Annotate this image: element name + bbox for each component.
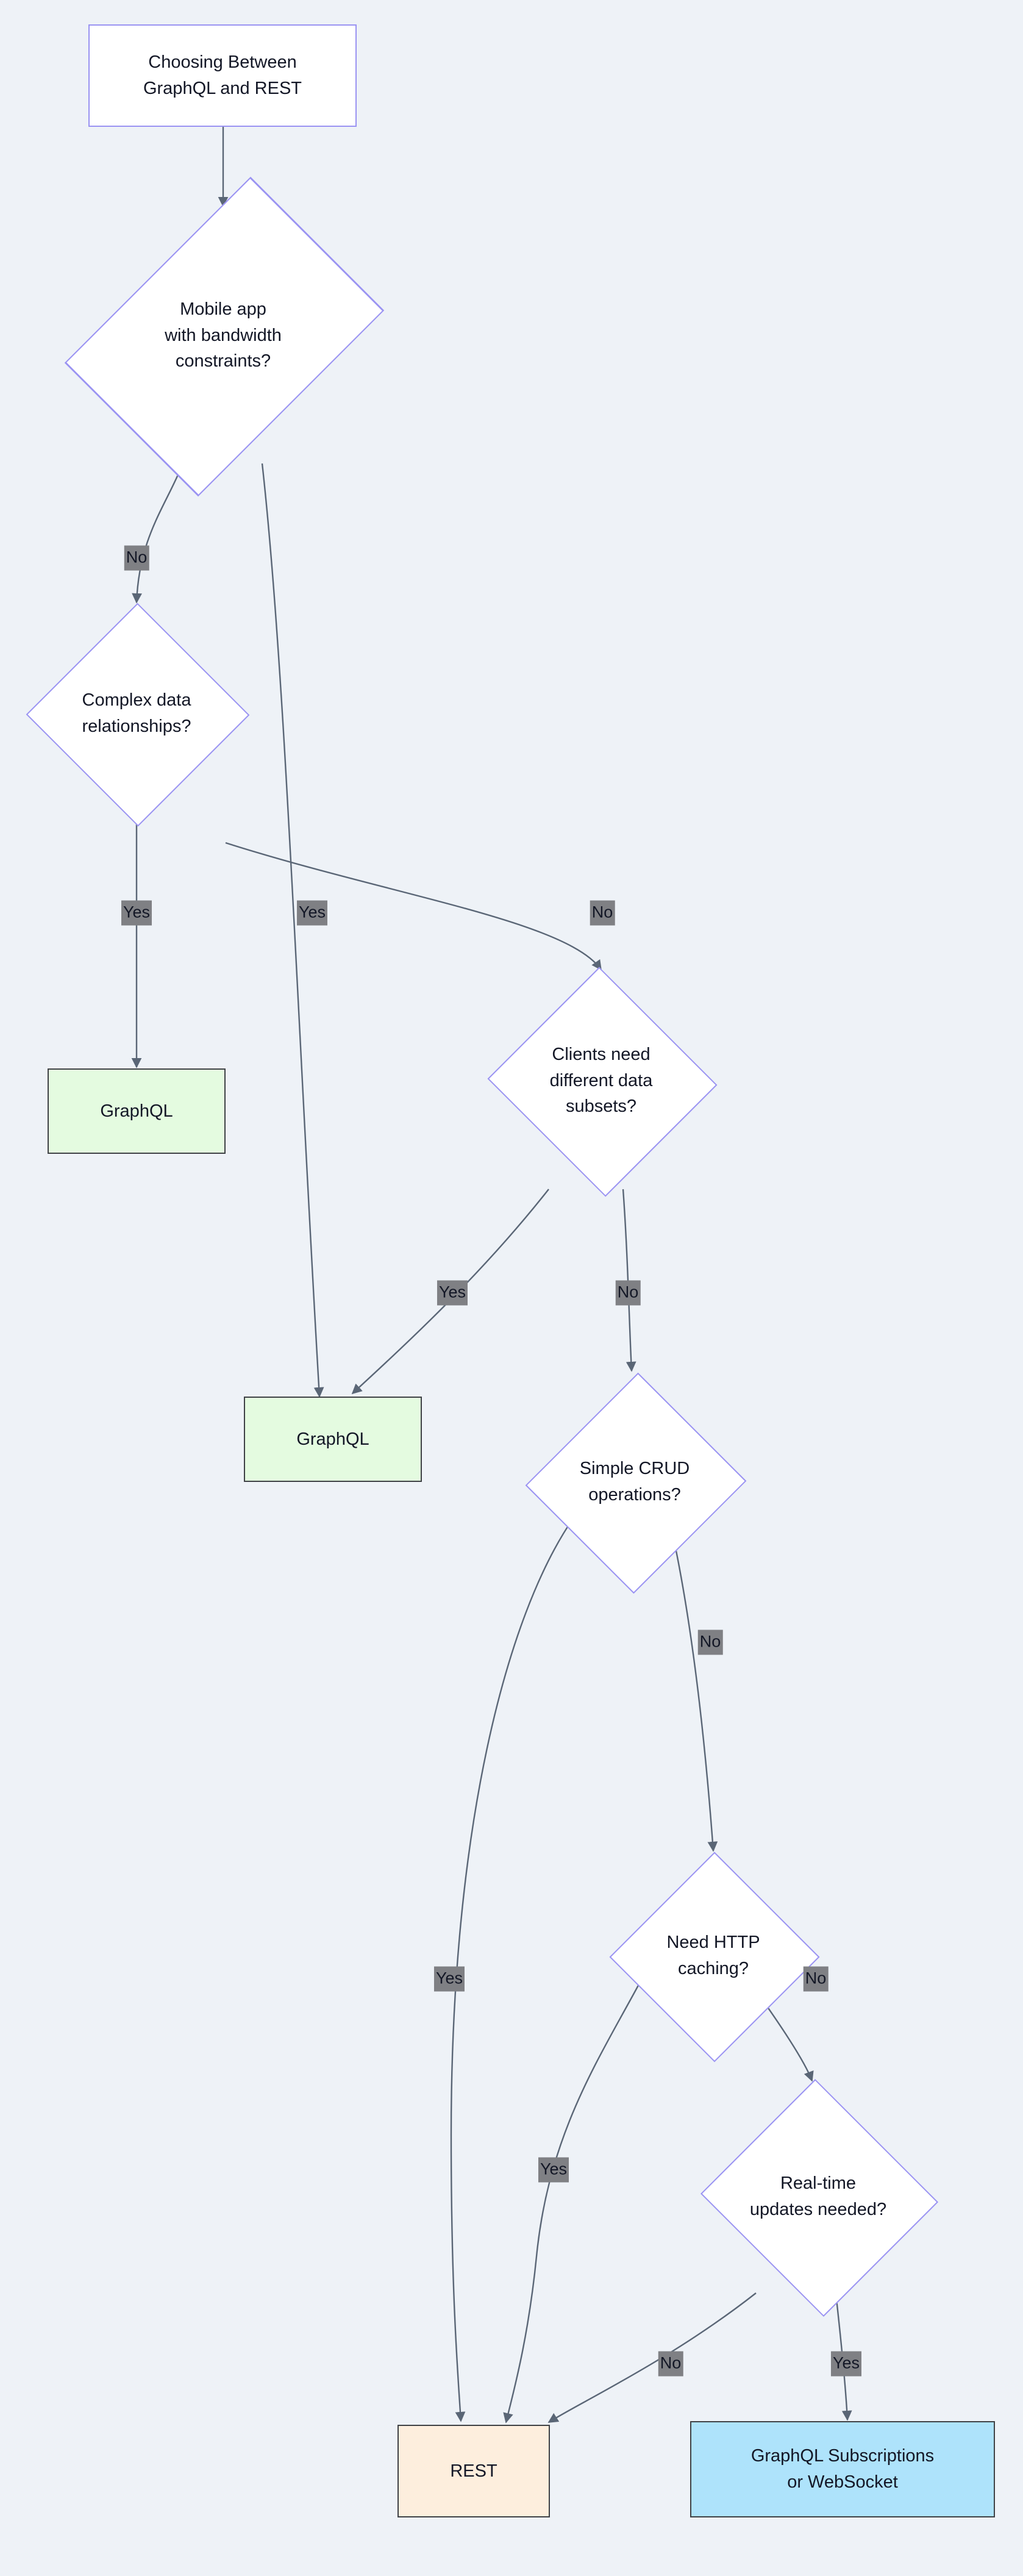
node-subsets-label: Clients need different data subsets? xyxy=(549,1044,653,1117)
edge-label-caching-yes: Yes xyxy=(538,2157,569,2183)
node-rest-label: REST xyxy=(450,2461,497,2481)
node-crud-decision[interactable]: Simple CRUD operations? xyxy=(522,1372,747,1594)
node-realtime-label: Real-time updates needed? xyxy=(749,2174,887,2219)
node-crud-label: Simple CRUD operations? xyxy=(579,1459,690,1504)
node-graphql-2[interactable]: GraphQL xyxy=(244,1397,422,1482)
edge-crud-to-caching xyxy=(669,1524,718,1852)
edge-complex-to-subsets xyxy=(225,842,602,971)
edge-label-caching-no: No xyxy=(803,1966,829,1992)
edge-realtime-to-rest xyxy=(547,2292,757,2424)
edge-mobile-to-complex xyxy=(132,463,184,604)
node-caching-label: Need HTTP caching? xyxy=(666,1933,760,1978)
node-start[interactable]: Choosing Between GraphQL and REST xyxy=(88,24,357,127)
node-caching-decision[interactable]: Need HTTP caching? xyxy=(604,1852,823,2063)
node-subscriptions-label: GraphQL Subscriptions or WebSocket xyxy=(750,2446,935,2492)
node-complex-label: Complex data relationships? xyxy=(82,690,191,736)
node-realtime-decision[interactable]: Real-time updates needed? xyxy=(690,2078,946,2317)
node-graphql-1[interactable]: GraphQL xyxy=(48,1068,226,1154)
edge-label-subsets-no: No xyxy=(615,1280,641,1306)
edge-label-complex-yes: Yes xyxy=(121,900,152,926)
edge-label-realtime-yes: Yes xyxy=(830,2351,862,2377)
node-start-label: Choosing Between GraphQL and REST xyxy=(143,52,302,98)
node-graphql-1-label: GraphQL xyxy=(100,1101,173,1121)
node-subscriptions[interactable]: GraphQL Subscriptions or WebSocket xyxy=(690,2421,995,2517)
edge-mobile-to-graphql2 xyxy=(261,463,324,1398)
node-mobile-label: Mobile app with bandwidth constraints? xyxy=(165,299,282,371)
node-complex-decision[interactable]: Complex data relationships? xyxy=(21,603,252,827)
node-subsets-decision[interactable]: Clients need different data subsets? xyxy=(479,967,723,1197)
node-rest[interactable]: REST xyxy=(397,2425,550,2517)
edge-label-mobile-yes: Yes xyxy=(296,900,328,926)
edge-label-mobile-no: No xyxy=(124,545,149,571)
edge-caching-to-rest xyxy=(503,1981,641,2424)
edge-subsets-to-graphql2 xyxy=(351,1189,549,1395)
node-graphql-2-label: GraphQL xyxy=(296,1429,369,1449)
node-mobile-decision[interactable]: Mobile app with bandwidth constraints? xyxy=(64,176,385,497)
edge-label-crud-no: No xyxy=(697,1630,723,1655)
edge-label-realtime-no: No xyxy=(658,2351,683,2377)
edge-label-subsets-yes: Yes xyxy=(437,1280,468,1306)
edge-label-complex-no: No xyxy=(590,900,615,926)
edge-crud-to-rest xyxy=(450,1518,574,2422)
edge-label-crud-yes: Yes xyxy=(433,1966,465,1992)
